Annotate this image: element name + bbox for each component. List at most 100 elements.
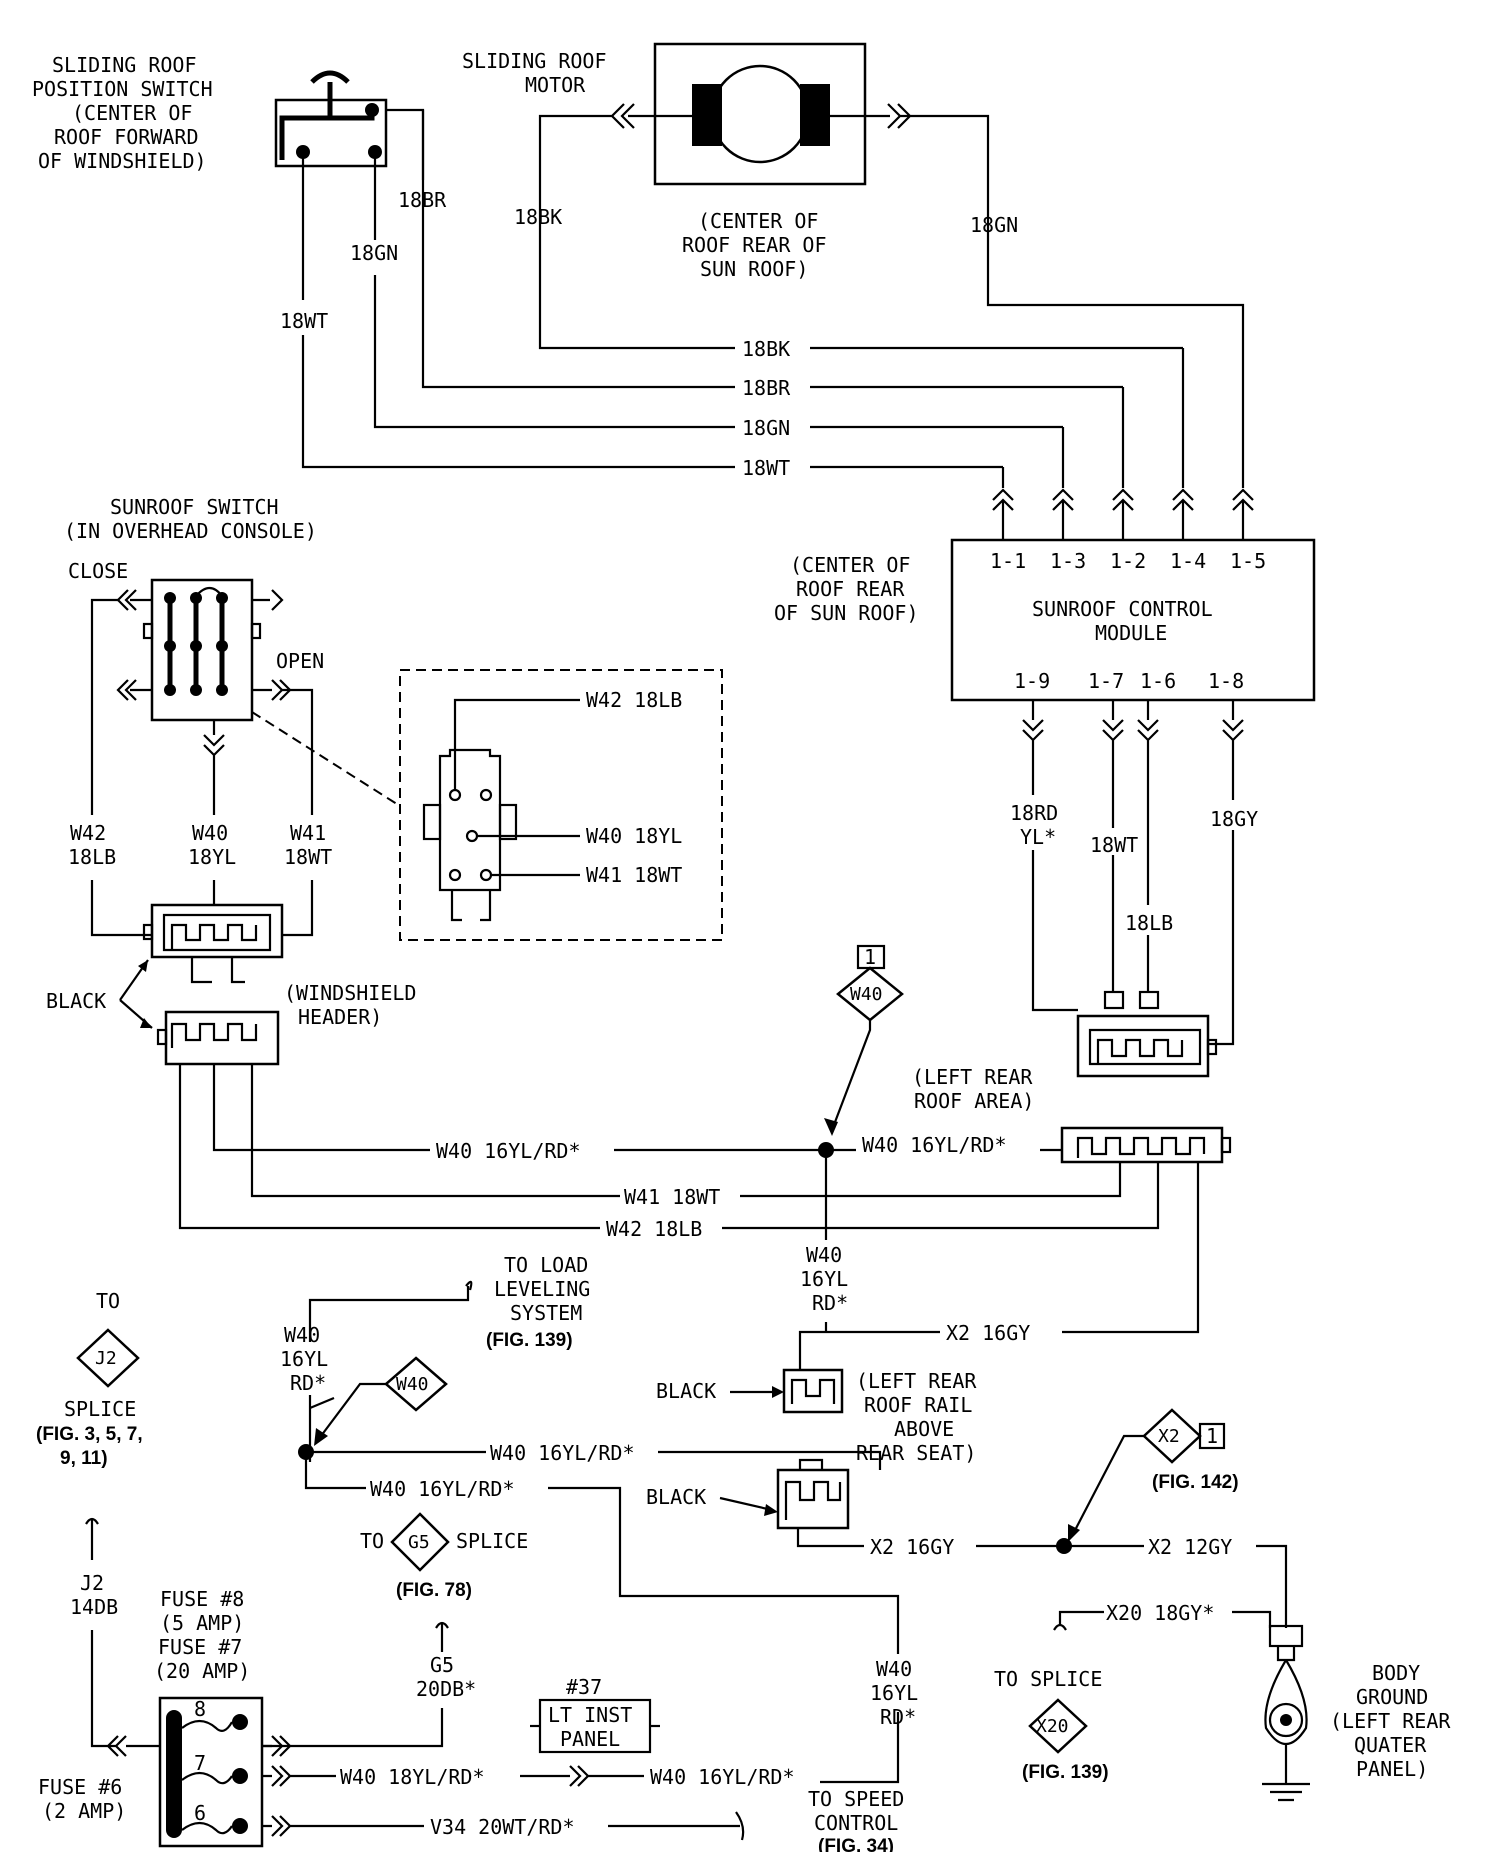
lower-w40-1: W40 16YL/RD* [490,1441,635,1465]
module-name-1: SUNROOF CONTROL [1032,597,1213,621]
x2-ref-pin: 1 [1206,1424,1218,1448]
module-pin-1-1: 1-1 [990,549,1026,573]
load-leveling-3: SYSTEM [510,1301,582,1325]
fuse-label-4: (20 AMP) [154,1659,250,1683]
module-pin-1-8: 1-8 [1208,669,1244,693]
wire-v34: V34 20WT/RD* [430,1815,575,1839]
g5-to: TO [360,1529,384,1553]
sunroof-control-module [950,538,1316,702]
lower-w40-2: W40 16YL/RD* [370,1477,515,1501]
module-pin-1-3: 1-3 [1050,549,1086,573]
fuse6-label-2: (2 AMP) [42,1799,126,1823]
wire-18bk-horiz: 18BK [742,337,790,361]
j2-diamond [76,1328,140,1388]
switch-wire-w41: W41 [290,821,326,845]
j2-wire: J2 [80,1571,104,1595]
rail-connector-1 [782,1368,844,1414]
module-location-3: OF SUN ROOF) [774,601,919,625]
bus-w40-right: W40 16YL/RD* [862,1133,1007,1157]
lower-wires [298,1280,1288,1784]
switch-close-label: CLOSE [68,559,128,583]
j2-to: TO [96,1289,120,1313]
w40-ref-lower-label: W40 [396,1374,429,1395]
switch-detail-callout [251,669,723,941]
bus-w40-vert-3: RD* [812,1291,848,1315]
wire-18br-vert: 18BR [398,188,447,212]
lower-x2-16gy: X2 16GY [870,1535,954,1559]
windshield-connector-upper [142,903,284,984]
sunroof-switch-title-1: SUNROOF SWITCH [110,495,279,519]
bus-x2-16gy: X2 16GY [946,1321,1030,1345]
black-label-rail-2: BLACK [646,1485,706,1509]
wire-yl: YL* [1020,825,1056,849]
bus-w42: W42 18LB [606,1217,702,1241]
left-rear-roof-1: (LEFT REAR [912,1065,1033,1089]
load-leveling-2: LEVELING [494,1277,590,1301]
lt-inst-2: PANEL [560,1727,620,1751]
speed-w40-1: W40 [876,1657,912,1681]
g5-fig: (FIG. 78) [396,1580,472,1601]
x20-to-splice: TO SPLICE [994,1667,1102,1691]
windshield-connector-lower [156,1010,280,1066]
w40-ref-lower [314,1356,448,1446]
load-w40: W40 [284,1323,320,1347]
sunroof-switch [90,578,314,937]
motor-label-2: MOTOR [525,73,586,97]
ground-label-1: BODY [1372,1661,1420,1685]
switch-wire-18yl: 18YL [188,845,236,869]
x20-fig: (FIG. 139) [1022,1762,1109,1783]
module-pin-1-2: 1-2 [1110,549,1146,573]
bus-w41: W41 18WT [624,1185,720,1209]
fuse-feed-wires [85,1517,449,1757]
module-location-2: ROOF REAR [796,577,905,601]
wire-18gn-vert: 18GN [350,241,398,265]
windshield-header-1: (WINDSHIELD [284,981,416,1005]
black-label-windshield: BLACK [46,989,106,1013]
wire-18gn-right: 18GN [970,213,1018,237]
x20-diamond-label: X20 [1036,1716,1069,1737]
load-leveling-fig: (FIG. 139) [486,1330,573,1351]
module-pin-1-4: 1-4 [1170,549,1206,573]
wire-18wt-vert: 18WT [280,309,328,333]
lt-inst-number: #37 [566,1675,602,1699]
j2-diamond-label: J2 [95,1348,117,1369]
switch-wire-18wt: 18WT [284,845,332,869]
speed-control-2: CONTROL [814,1811,898,1835]
bus-w40-left: W40 16YL/RD* [436,1139,581,1163]
wire-w40-16yl-rd-bottom: W40 16YL/RD* [650,1765,795,1789]
wire-w40-18yl-rd: W40 18YL/RD* [340,1765,485,1789]
position-switch [274,70,388,168]
position-switch-label-5: OF WINDSHIELD) [38,149,207,173]
wire-18br-horiz: 18BR [742,376,791,400]
j2-splice: SPLICE [64,1397,136,1421]
sunroof-switch-title-2: (IN OVERHEAD CONSOLE) [64,519,317,543]
position-switch-label-2: POSITION SWITCH [32,77,213,101]
module-pin-1-9: 1-9 [1014,669,1050,693]
motor-location-1: (CENTER OF [698,209,818,233]
fuse-number-8: 8 [194,1697,206,1721]
module-pin-1-6: 1-6 [1140,669,1176,693]
speed-control-fig: (FIG. 34) [818,1836,894,1852]
ground-label-5: PANEL) [1356,1757,1428,1781]
position-switch-label-1: SLIDING ROOF [52,53,197,77]
callout-w40-18yl: W40 18YL [586,824,682,848]
g5-splice: SPLICE [456,1529,528,1553]
motor-label-1: SLIDING ROOF [462,49,607,73]
lower-x20-18gy: X20 18GY* [1106,1601,1214,1625]
w40-ref-top-label: W40 [850,984,883,1005]
ground-label-4: QUATER [1354,1733,1427,1757]
rail-connector-2 [776,1458,850,1530]
load-16yl: 16YL [280,1347,328,1371]
fuse6-label-1: FUSE #6 [38,1775,122,1799]
module-name-2: MODULE [1095,621,1167,645]
rail-label-2: ROOF RAIL [864,1393,972,1417]
bottom-wires [520,1765,745,1841]
windshield-header-2: HEADER) [298,1005,382,1029]
black-pointer [119,959,153,1029]
left-rear-roof-connector-lower [1060,1126,1232,1164]
bus-wires [178,1064,1200,1370]
rail-label-3: ABOVE [894,1417,954,1441]
module-pin-1-5: 1-5 [1230,549,1266,573]
position-switch-label-4: ROOF FORWARD [54,125,199,149]
